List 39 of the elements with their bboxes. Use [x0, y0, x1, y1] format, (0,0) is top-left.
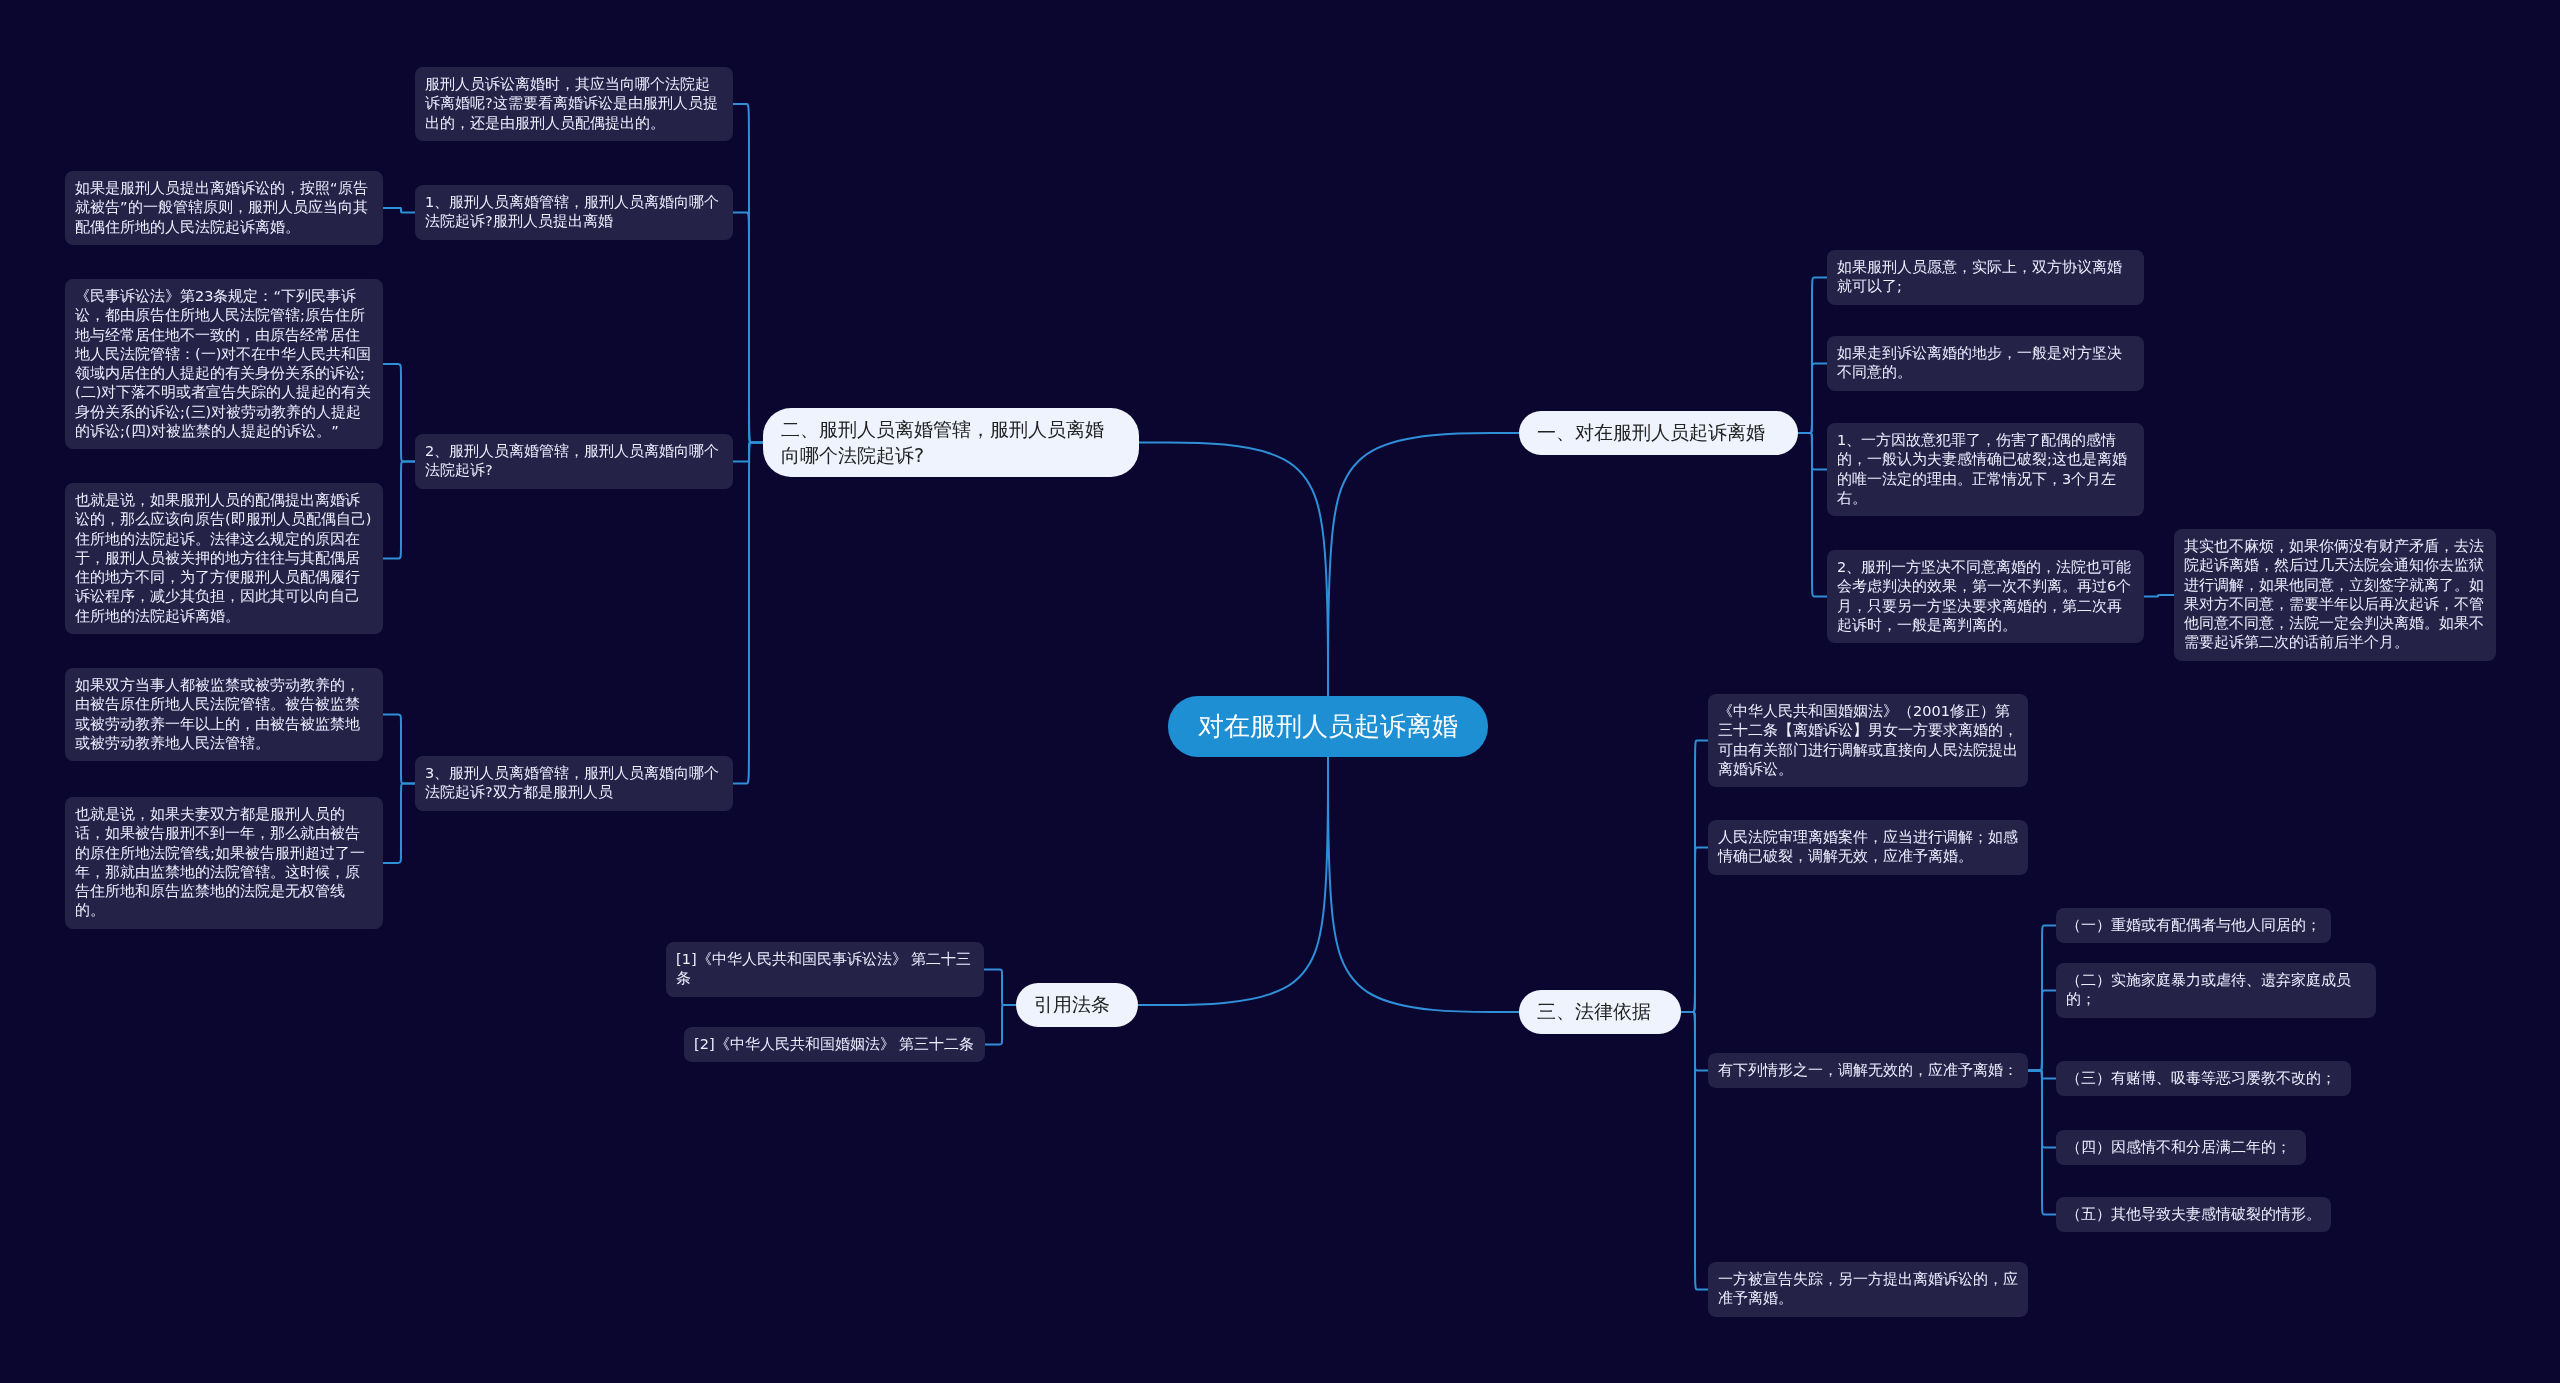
note-card: 3、服刑人员离婚管辖，服刑人员离婚向哪个法院起诉?双方都是服刑人员 — [415, 756, 733, 811]
note-card: （五）其他导致夫妻感情破裂的情形。 — [2056, 1197, 2331, 1233]
note-card: [1]《中华人民共和国民事诉讼法》 第二十三条 — [666, 942, 984, 997]
note-card: 服刑人员诉讼离婚时，其应当向哪个法院起诉离婚呢?这需要看离婚诉讼是由服刑人员提出的，还是由服刑人员配偶提出的。 — [415, 67, 733, 141]
note-card: （四）因感情不和分居满二年的； — [2056, 1130, 2306, 1166]
note-card: 其实也不麻烦，如果你俩没有财产矛盾，去法院起诉离婚，然后过几天法院会通知你去监狱进行调解，如果他同意，立刻签字就离了。如果对方不同意，需要半年以后再次起诉，不管他同意不同意，法院一定会判决离婚。如果不需要起诉第二次的话前后半个月。 — [2174, 529, 2496, 661]
note-card: 如果走到诉讼离婚的地步，一般是对方坚决不同意的。 — [1827, 336, 2144, 391]
note-card: 也就是说，如果服刑人员的配偶提出离婚诉讼的，那么应该向原告(即服刑人员配偶自己)住所地的法院起诉。法律这么规定的原因在于，服刑人员被关押的地方往往与其配偶居住的地方不同，为了方便服刑人员配偶履行诉讼程序，减少其负担，因此其可以向自己住所地的法院起诉离婚。 — [65, 483, 383, 634]
note-card: （一）重婚或有配偶者与他人同居的； — [2056, 908, 2331, 944]
note-card: 也就是说，如果夫妻双方都是服刑人员的话，如果被告服刑不到一年，那么就由被告的原住所地法院管线;如果被告服刑超过了一年，那就由监禁地的法院管辖。这时候，原告住所地和原告监禁地的法院是无权管线的。 — [65, 797, 383, 929]
note-card: 2、服刑人员离婚管辖，服刑人员离婚向哪个法院起诉? — [415, 434, 733, 489]
connector-line — [732, 441, 764, 785]
note-card: 人民法院审理离婚案件，应当进行调解；如感情确已破裂，调解无效，应准予离婚。 — [1708, 820, 2028, 875]
connector-line — [1680, 1011, 1709, 1291]
note-card: [2]《中华人民共和国婚姻法》 第三十二条 — [684, 1027, 985, 1063]
connector-line — [2143, 594, 2175, 598]
topic-pill: 二、服刑人员离婚管辖，服刑人员离婚向哪个法院起诉? — [763, 408, 1139, 478]
note-card: 如果是服刑人员提出离婚诉讼的，按照“原告就被告”的一般管辖原则，服刑人员应当向其配偶住所地的人民法院起诉离婚。 — [65, 171, 383, 245]
note-card: 《中华人民共和国婚姻法》（2001修正）第三十二条【离婚诉讼】男女一方要求离婚的，可由有关部门进行调解或直接向人民法院提出离婚诉讼。 — [1708, 694, 2028, 788]
connector-line — [382, 460, 416, 560]
note-card: 如果服刑人员愿意，实际上，双方协议离婚就可以了; — [1827, 250, 2144, 305]
topic-pill: 引用法条 — [1016, 983, 1138, 1027]
topic-pill: 三、法律依据 — [1519, 990, 1681, 1034]
note-card: 《民事诉讼法》第23条规定：“下列民事诉讼，都由原告住所地人民法院管辖;原告住所地与经常居住地不一致的，由原告经常居住地人民法院管辖：(一)对不在中华人民共和国领域内居住的人提起的有关身份关系的诉讼;(二)对下落不明或者宣告失踪的人提起的有关身份关系的诉讼;(三)对被劳动教养的人提起的诉讼;(四)对被监禁的人提起的诉讼。” — [65, 279, 383, 450]
note-card: 一方被宣告失踪，另一方提出离婚诉讼的，应准予离婚。 — [1708, 1262, 2028, 1317]
note-card: （二）实施家庭暴力或虐待、遗弃家庭成员的； — [2056, 963, 2376, 1018]
connector-line — [382, 782, 416, 864]
note-card: 1、一方因故意犯罪了，伤害了配偶的感情的，一般认为夫妻感情确已破裂;这也是离婚的唯一法定的理由。正常情况下，3个月左右。 — [1827, 423, 2144, 517]
connector-line — [984, 1004, 1017, 1046]
note-card: 有下列情形之一，调解无效的，应准予离婚： — [1708, 1053, 2028, 1089]
connector-line — [1797, 432, 1828, 598]
note-card: （三）有赌博、吸毒等恶习屡教不改的； — [2056, 1061, 2351, 1097]
connector-line — [382, 207, 416, 214]
note-card: 2、服刑一方坚决不同意离婚的，法院也可能会考虑判决的效果，第一次不判离。再过6个月，只要另一方坚决要求离婚的，第二次再起诉时，一般是离判离的。 — [1827, 550, 2144, 644]
connector-line — [2027, 1069, 2057, 1216]
central-topic: 对在服刑人员起诉离婚 — [1168, 696, 1488, 757]
topic-pill: 一、对在服刑人员起诉离婚 — [1519, 411, 1798, 455]
note-card: 1、服刑人员离婚管辖，服刑人员离婚向哪个法院起诉?服刑人员提出离婚 — [415, 185, 733, 240]
note-card: 如果双方当事人都被监禁或被劳动教养的，由被告原住所地人民法院管辖。被告被监禁或被劳动教养一年以上的，由被告被监禁地或被劳动教养地人民法管辖。 — [65, 668, 383, 762]
